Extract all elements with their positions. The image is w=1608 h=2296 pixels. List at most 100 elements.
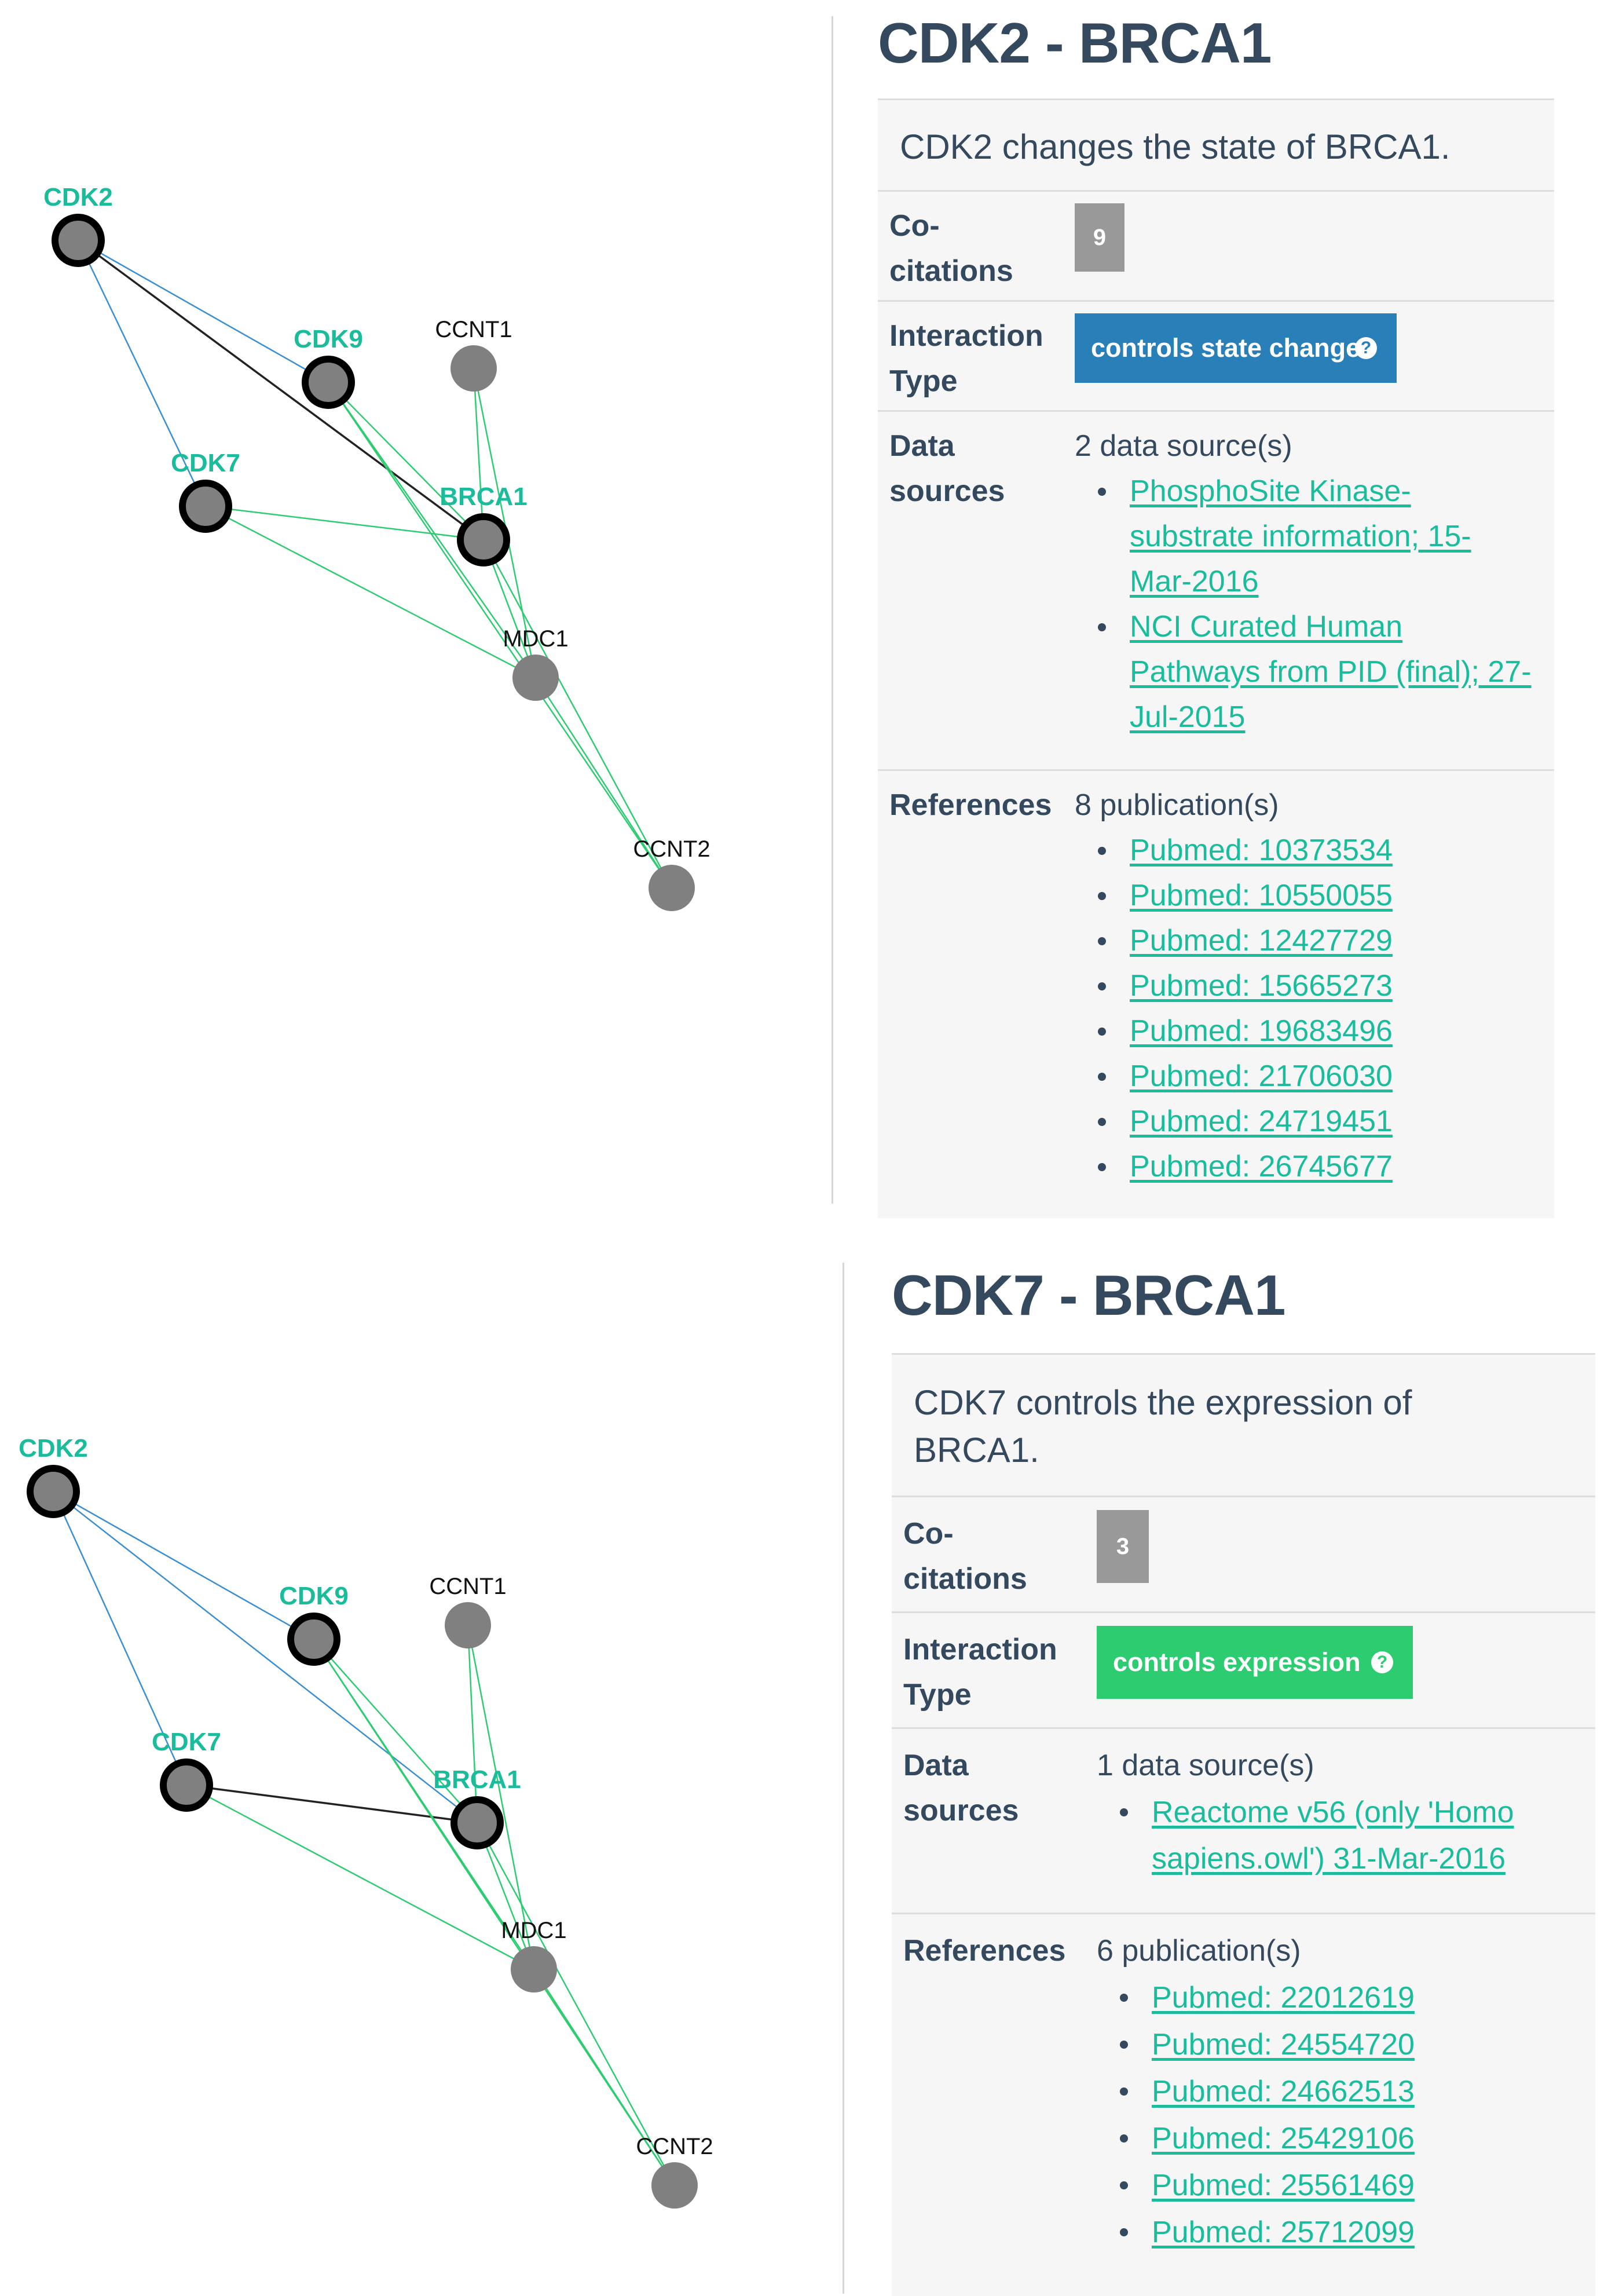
edge-mdc1-ccnt2[interactable]	[534, 677, 673, 889]
edge-cdk9-ccnt2[interactable]	[327, 382, 673, 889]
pubmed-link[interactable]: Pubmed: 15665273	[1130, 969, 1393, 1003]
reference-list: Pubmed: 10373534 Pubmed: 10550055 Pubmed…	[1075, 828, 1393, 1189]
node-ccnt1[interactable]	[445, 1602, 491, 1648]
data-source-link[interactable]: NCI Curated Human Pathways from PID (fin…	[1130, 610, 1532, 734]
data-sources-row: Data sources 2 data source(s) PhosphoSit…	[878, 410, 1554, 771]
reference-list: Pubmed: 22012619 Pubmed: 24554720 Pubmed…	[1097, 1975, 1415, 2256]
node-mdc1[interactable]	[511, 1946, 557, 1992]
pubmed-link[interactable]: Pubmed: 25429106	[1152, 2122, 1415, 2155]
pubmed-link[interactable]: Pubmed: 24662513	[1152, 2075, 1415, 2108]
node-label-cdk9: CDK9	[294, 325, 363, 353]
node-brca1[interactable]	[450, 1796, 504, 1849]
reference-item: Pubmed: 22012619	[1097, 1975, 1415, 2021]
edge-cdk7-brca1[interactable]	[186, 1784, 478, 1824]
node-ccnt1[interactable]	[450, 345, 497, 392]
interaction-type-text: controls expression	[1113, 1647, 1361, 1677]
edge-cdk9-brca1[interactable]	[313, 1639, 478, 1823]
data-source-list: PhosphoSite Kinase- substrate informatio…	[1075, 469, 1532, 740]
pubmed-link[interactable]: Pubmed: 25561469	[1152, 2169, 1415, 2202]
reference-item: Pubmed: 21706030	[1075, 1054, 1393, 1099]
data-sources-row: Data sources 1 data source(s) Reactome v…	[892, 1727, 1595, 1914]
reference-item: Pubmed: 25561469	[1097, 2162, 1415, 2209]
node-label-ccnt1: CCNT1	[435, 317, 512, 342]
pubmed-link[interactable]: Pubmed: 26745677	[1130, 1150, 1393, 1183]
reference-item: Pubmed: 10550055	[1075, 873, 1393, 918]
edge-cdk2-cdk9[interactable]	[78, 239, 329, 383]
pubmed-link[interactable]: Pubmed: 24719451	[1130, 1105, 1393, 1138]
interaction-type-label: Interaction Type	[889, 319, 1043, 398]
pubmed-link[interactable]: Pubmed: 19683496	[1130, 1014, 1393, 1048]
interaction-details: CDK2 - BRCA1 CDK2 changes the state of B…	[878, 0, 1554, 1218]
edge-brca1-ccnt2[interactable]	[482, 539, 673, 889]
edge-cdk7-brca1[interactable]	[205, 505, 484, 541]
data-source-list: Reactome v56 (only 'Homo sapiens.owl') 3…	[1097, 1789, 1514, 1882]
data-source-item: PhosphoSite Kinase- substrate informatio…	[1075, 469, 1532, 604]
references-label: References	[889, 788, 1052, 822]
cocitations-row: Co- citations 3	[892, 1496, 1595, 1613]
references-count: 6 publication(s)	[1097, 1934, 1301, 1968]
reference-item: Pubmed: 15665273	[1075, 963, 1393, 1008]
edge-cdk7-mdc1[interactable]	[205, 505, 536, 679]
node-ccnt2[interactable]	[651, 2162, 698, 2209]
edge-cdk2-cdk9[interactable]	[53, 1490, 314, 1640]
edge-cdk2-cdk7[interactable]	[77, 240, 207, 507]
interaction-details: CDK7 - BRCA1 CDK7 controls the expressio…	[892, 1216, 1595, 2296]
interaction-type-badge[interactable]: controls expression ?	[1097, 1626, 1413, 1699]
edge-cdk9-mdc1[interactable]	[327, 382, 537, 678]
edge-cdk9-brca1[interactable]	[328, 382, 484, 540]
data-sources-count: 2 data source(s)	[1075, 429, 1292, 463]
node-cdk9[interactable]	[302, 356, 355, 409]
data-sources-label: Data sources	[903, 1749, 1019, 1827]
node-ccnt2[interactable]	[649, 865, 695, 911]
cocitations-label: Co- citations	[889, 209, 1013, 288]
edge-cdk2-brca1[interactable]	[53, 1491, 478, 1823]
node-cdk2[interactable]	[52, 214, 105, 267]
cocitations-row: Co- citations 9	[878, 190, 1554, 302]
node-cdk2[interactable]	[27, 1465, 80, 1518]
data-source-link[interactable]: Reactome v56 (only 'Homo sapiens.owl') 3…	[1152, 1796, 1514, 1875]
pubmed-link[interactable]: Pubmed: 21706030	[1130, 1059, 1393, 1093]
edge-cdk7-mdc1[interactable]	[186, 1784, 534, 1970]
edge-brca1-ccnt2[interactable]	[476, 1822, 676, 2186]
edge-mdc1-ccnt2[interactable]	[533, 1969, 676, 2186]
edge-ccnt1-brca1[interactable]	[467, 1625, 478, 1823]
reference-item: Pubmed: 19683496	[1075, 1008, 1393, 1054]
reference-item: Pubmed: 12427729	[1075, 918, 1393, 963]
edge-ccnt1-brca1[interactable]	[472, 368, 485, 540]
reference-item: Pubmed: 24554720	[1097, 2021, 1415, 2068]
edge-cdk2-brca1[interactable]	[77, 239, 485, 541]
reference-item: Pubmed: 25429106	[1097, 2115, 1415, 2162]
reference-item: Pubmed: 24662513	[1097, 2068, 1415, 2115]
cocitations-count-badge: 3	[1097, 1510, 1149, 1583]
pubmed-link[interactable]: Pubmed: 24554720	[1152, 2028, 1415, 2061]
node-cdk7[interactable]	[160, 1758, 213, 1812]
pubmed-link[interactable]: Pubmed: 25712099	[1152, 2215, 1415, 2249]
interaction-type-row: Interaction Type controls state change ?	[878, 300, 1554, 412]
pubmed-link[interactable]: Pubmed: 10550055	[1130, 879, 1393, 912]
reference-item: Pubmed: 10373534	[1075, 828, 1393, 873]
pubmed-link[interactable]: Pubmed: 10373534	[1130, 833, 1393, 867]
edge-ccnt1-mdc1[interactable]	[472, 368, 537, 678]
interaction-type-badge[interactable]: controls state change ?	[1075, 313, 1397, 383]
question-circle-icon[interactable]: ?	[1371, 1651, 1393, 1673]
node-cdk9[interactable]	[287, 1613, 340, 1666]
interaction-type-row: Interaction Type controls expression ?	[892, 1611, 1595, 1729]
node-cdk7[interactable]	[179, 480, 232, 533]
interaction-title: CDK7 - BRCA1	[892, 1263, 1286, 1327]
node-mdc1[interactable]	[512, 655, 559, 701]
data-source-link[interactable]: PhosphoSite Kinase- substrate informatio…	[1130, 474, 1471, 598]
node-brca1[interactable]	[457, 513, 510, 566]
node-label-mdc1: MDC1	[503, 626, 568, 652]
references-count: 8 publication(s)	[1075, 788, 1279, 822]
edge-cdk2-cdk7[interactable]	[52, 1491, 188, 1786]
node-label-cdk2: CDK2	[19, 1434, 88, 1463]
edge-ccnt1-mdc1[interactable]	[467, 1625, 535, 1970]
question-circle-icon[interactable]: ?	[1355, 337, 1377, 359]
pubmed-link[interactable]: Pubmed: 22012619	[1152, 1981, 1415, 2015]
node-label-ccnt1: CCNT1	[429, 1574, 506, 1599]
pubmed-link[interactable]: Pubmed: 12427729	[1130, 924, 1393, 957]
data-sources-label: Data sources	[889, 429, 1005, 508]
